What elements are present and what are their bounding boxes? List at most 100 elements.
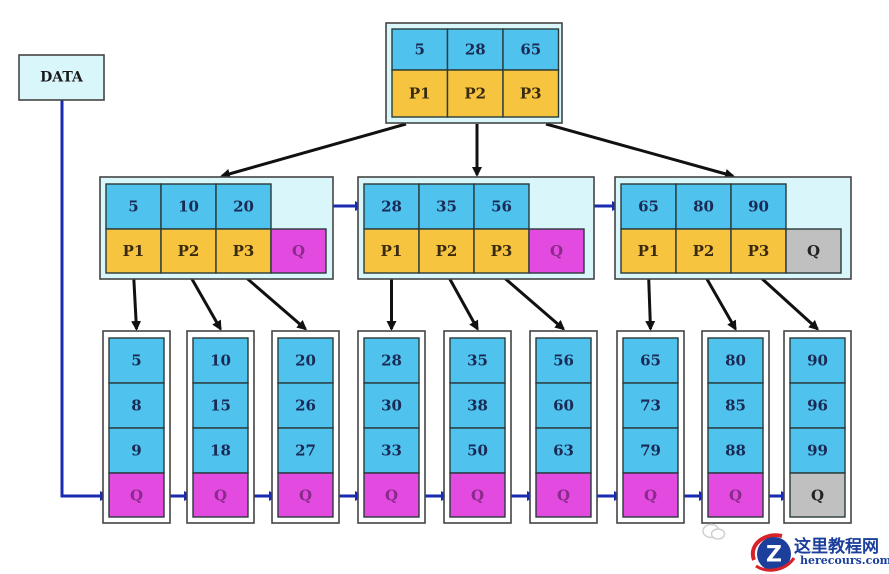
internal-pointer-cell <box>105 228 162 274</box>
leaf-key: 27 <box>295 442 316 460</box>
tree-arrow <box>220 122 407 179</box>
tree-arrow <box>445 272 479 331</box>
leaf-key-cell <box>449 427 506 474</box>
leaf-key: 60 <box>553 397 574 415</box>
internal-pointer-cell <box>675 228 732 274</box>
leaf-key: 80 <box>725 352 746 370</box>
leaf-key-cell <box>789 337 846 384</box>
leaf-q: Q <box>130 487 143 505</box>
leaf-key: 79 <box>640 442 661 460</box>
leaf-key-cell <box>363 337 420 384</box>
leaf-key-cell <box>622 337 679 384</box>
tree-arrow <box>754 271 819 331</box>
internal-q: Q <box>550 242 563 260</box>
root-key: 28 <box>465 41 486 59</box>
leaf-key-cell <box>789 382 846 429</box>
root-pointer: P1 <box>409 85 431 103</box>
leaf-key-cell <box>789 427 846 474</box>
internal-q-link-cell <box>270 228 327 274</box>
site-logo: Z 这里教程网 herecours.com <box>748 530 889 574</box>
internal-pointer: P2 <box>436 242 458 260</box>
internal-key: 65 <box>638 198 659 216</box>
leaf-key-cell <box>535 427 592 474</box>
internal-key: 10 <box>178 198 199 216</box>
leaf-key: 18 <box>210 442 231 460</box>
internal-pointer: P3 <box>233 242 255 260</box>
leaf-key: 8 <box>131 397 141 415</box>
leaf-key: 9 <box>131 442 141 460</box>
internal-pointer-cell <box>363 228 420 274</box>
internal-pointer: P2 <box>178 242 200 260</box>
root-key: 65 <box>520 41 541 59</box>
leaf-key: 65 <box>640 352 661 370</box>
internal-key-cell <box>730 183 787 230</box>
internal-key: 20 <box>233 198 254 216</box>
internal-key: 28 <box>381 198 402 216</box>
leaf-q: Q <box>385 487 398 505</box>
leaf-key: 38 <box>467 397 488 415</box>
leaf-key-cell <box>108 382 165 429</box>
root-pointer: P2 <box>464 85 486 103</box>
internal-pointer-cell <box>473 228 530 274</box>
leaf-key-cell <box>622 427 679 474</box>
root-pointer-cell <box>502 69 560 118</box>
leaf-key-cell <box>192 382 249 429</box>
internal-key: 35 <box>436 198 457 216</box>
leaf-q: Q <box>299 487 312 505</box>
leaf-q: Q <box>471 487 484 505</box>
internal-key-cell <box>160 183 217 230</box>
leaf-key-cell <box>192 427 249 474</box>
leaf-key-cell <box>108 427 165 474</box>
internal-key: 5 <box>128 198 138 216</box>
leaf-q-link-cell <box>277 472 334 518</box>
internal-q: Q <box>807 242 820 260</box>
internal-key: 80 <box>693 198 714 216</box>
leaf-key: 63 <box>553 442 574 460</box>
tree-arrow <box>497 271 566 331</box>
internal-pointer: P1 <box>381 242 403 260</box>
leaf-key: 15 <box>210 397 231 415</box>
leaf-key: 73 <box>640 397 661 415</box>
leaf-key-cell <box>707 382 764 429</box>
leaf-key: 20 <box>295 352 316 370</box>
leaf-q-link-cell <box>622 472 679 518</box>
leaf-q: Q <box>811 487 824 505</box>
leaf-q-link-cell <box>363 472 420 518</box>
leaf-key: 96 <box>807 397 828 415</box>
wechat-watermark <box>702 522 842 542</box>
leaf-key: 33 <box>381 442 402 460</box>
leaf-key: 26 <box>295 397 316 415</box>
leaf-key: 99 <box>807 442 828 460</box>
leaf-q: Q <box>214 487 227 505</box>
leaf-key: 88 <box>725 442 746 460</box>
logo-letter: Z <box>766 543 782 568</box>
leaf-key: 50 <box>467 442 488 460</box>
leaf-key-cell <box>535 337 592 384</box>
leaf-key-cell <box>277 427 334 474</box>
leaf-key-cell <box>449 382 506 429</box>
internal-pointer: P3 <box>491 242 513 260</box>
leaf-q-link-cell <box>707 472 764 518</box>
internal-pointer-cell <box>160 228 217 274</box>
data-box-label: DATA <box>40 70 84 86</box>
leaf-key-cell <box>277 382 334 429</box>
leaf-key: 30 <box>381 397 402 415</box>
tree-arrow <box>645 272 656 331</box>
internal-key-cell <box>105 183 162 230</box>
tree-arrow <box>131 272 142 331</box>
tree-arrow <box>187 272 222 331</box>
internal-pointer-cell <box>418 228 475 274</box>
leaf-key-cell <box>192 337 249 384</box>
root-pointer-cell <box>446 69 504 118</box>
internal-key-cell <box>215 183 272 230</box>
leaf-key: 56 <box>553 352 574 370</box>
site-logo-z-icon: Z <box>750 533 796 572</box>
internal-q-link-cell <box>528 228 585 274</box>
site-title: 这里教程网 <box>794 537 879 557</box>
leaf-key-cell <box>535 382 592 429</box>
tree-arrow <box>239 271 308 331</box>
leaf-key-cell <box>108 337 165 384</box>
leaf-q: Q <box>557 487 570 505</box>
internal-pointer: P1 <box>638 242 660 260</box>
